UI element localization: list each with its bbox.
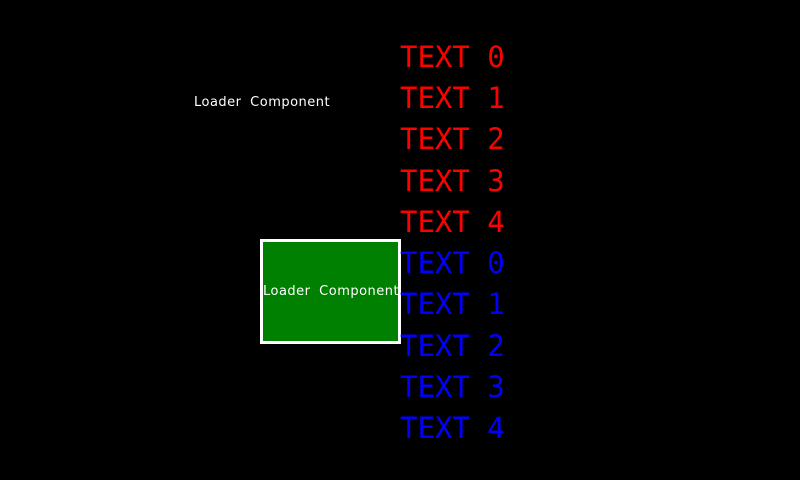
text-list-item[interactable]: TEXT 2 [400, 328, 505, 363]
text-list-item[interactable]: TEXT 3 [400, 370, 505, 405]
text-list-item[interactable]: TEXT 2 [400, 122, 505, 157]
text-list-item[interactable]: TEXT 1 [400, 80, 505, 115]
text-list-item[interactable]: TEXT 0 [400, 246, 505, 281]
loader-box-label: Loader Component [263, 283, 400, 299]
text-list: TEXT 0 TEXT 1 TEXT 2 TEXT 3 TEXT 4 TEXT 0 TEXT… [400, 36, 505, 449]
text-list-item[interactable]: TEXT 4 [400, 204, 505, 239]
loader-component-label: Loader Component [194, 95, 331, 110]
loader-component-box[interactable]: Loader Component [260, 239, 401, 344]
text-list-item[interactable]: TEXT 1 [400, 287, 505, 322]
text-list-item[interactable]: TEXT 0 [400, 39, 505, 74]
text-list-item[interactable]: TEXT 4 [400, 411, 505, 446]
text-list-item[interactable]: TEXT 3 [400, 163, 505, 198]
